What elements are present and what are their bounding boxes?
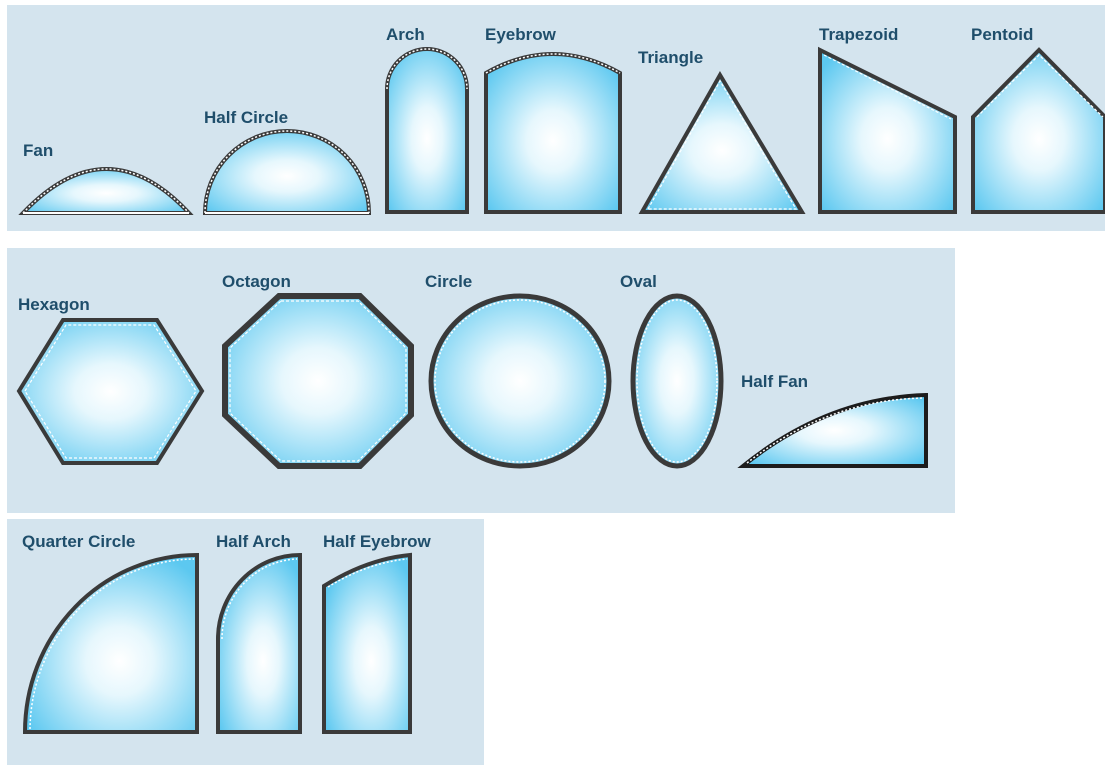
trapezoid-label: Trapezoid [819, 25, 898, 45]
eyebrow-label: Eyebrow [485, 25, 556, 45]
window-shapes-row-3: Quarter Circle Half Arch Half Eyebrow [7, 519, 484, 765]
hexagon-label: Hexagon [18, 295, 90, 315]
half-circle-label: Half Circle [204, 108, 288, 128]
quarter-circle-label: Quarter Circle [22, 532, 135, 552]
triangle-label: Triangle [638, 48, 703, 68]
octagon-label: Octagon [222, 272, 291, 292]
circle-label: Circle [425, 272, 472, 292]
oval-label: Oval [620, 272, 657, 292]
half-fan-label: Half Fan [741, 372, 808, 392]
triangle-window [642, 75, 802, 212]
half-arch-label: Half Arch [216, 532, 291, 552]
trapezoid-window [820, 50, 955, 212]
half-fan-window [743, 395, 926, 466]
window-shapes-row-1: Fan Half Circle Arch Eyebrow Triangle Tr… [7, 5, 1105, 231]
window-shapes-row-2: Hexagon Octagon Circle Oval Half Fan [7, 248, 955, 513]
row-2-shapes [7, 248, 955, 513]
octagon-window [225, 296, 411, 466]
quarter-circle-window [25, 555, 197, 732]
half-arch-window [218, 555, 300, 732]
half-circle-window [205, 131, 369, 213]
fan-label: Fan [23, 141, 53, 161]
row-1-shapes [7, 5, 1105, 231]
row-3-shapes [7, 519, 484, 765]
circle-window [431, 296, 609, 466]
half-eyebrow-window [324, 555, 410, 732]
arch-window [387, 49, 467, 212]
oval-window [633, 296, 721, 466]
arch-label: Arch [386, 25, 425, 45]
pentoid-window [973, 50, 1105, 212]
hexagon-window [19, 320, 202, 463]
eyebrow-window [486, 54, 620, 212]
half-eyebrow-label: Half Eyebrow [323, 532, 431, 552]
pentoid-label: Pentoid [971, 25, 1033, 45]
